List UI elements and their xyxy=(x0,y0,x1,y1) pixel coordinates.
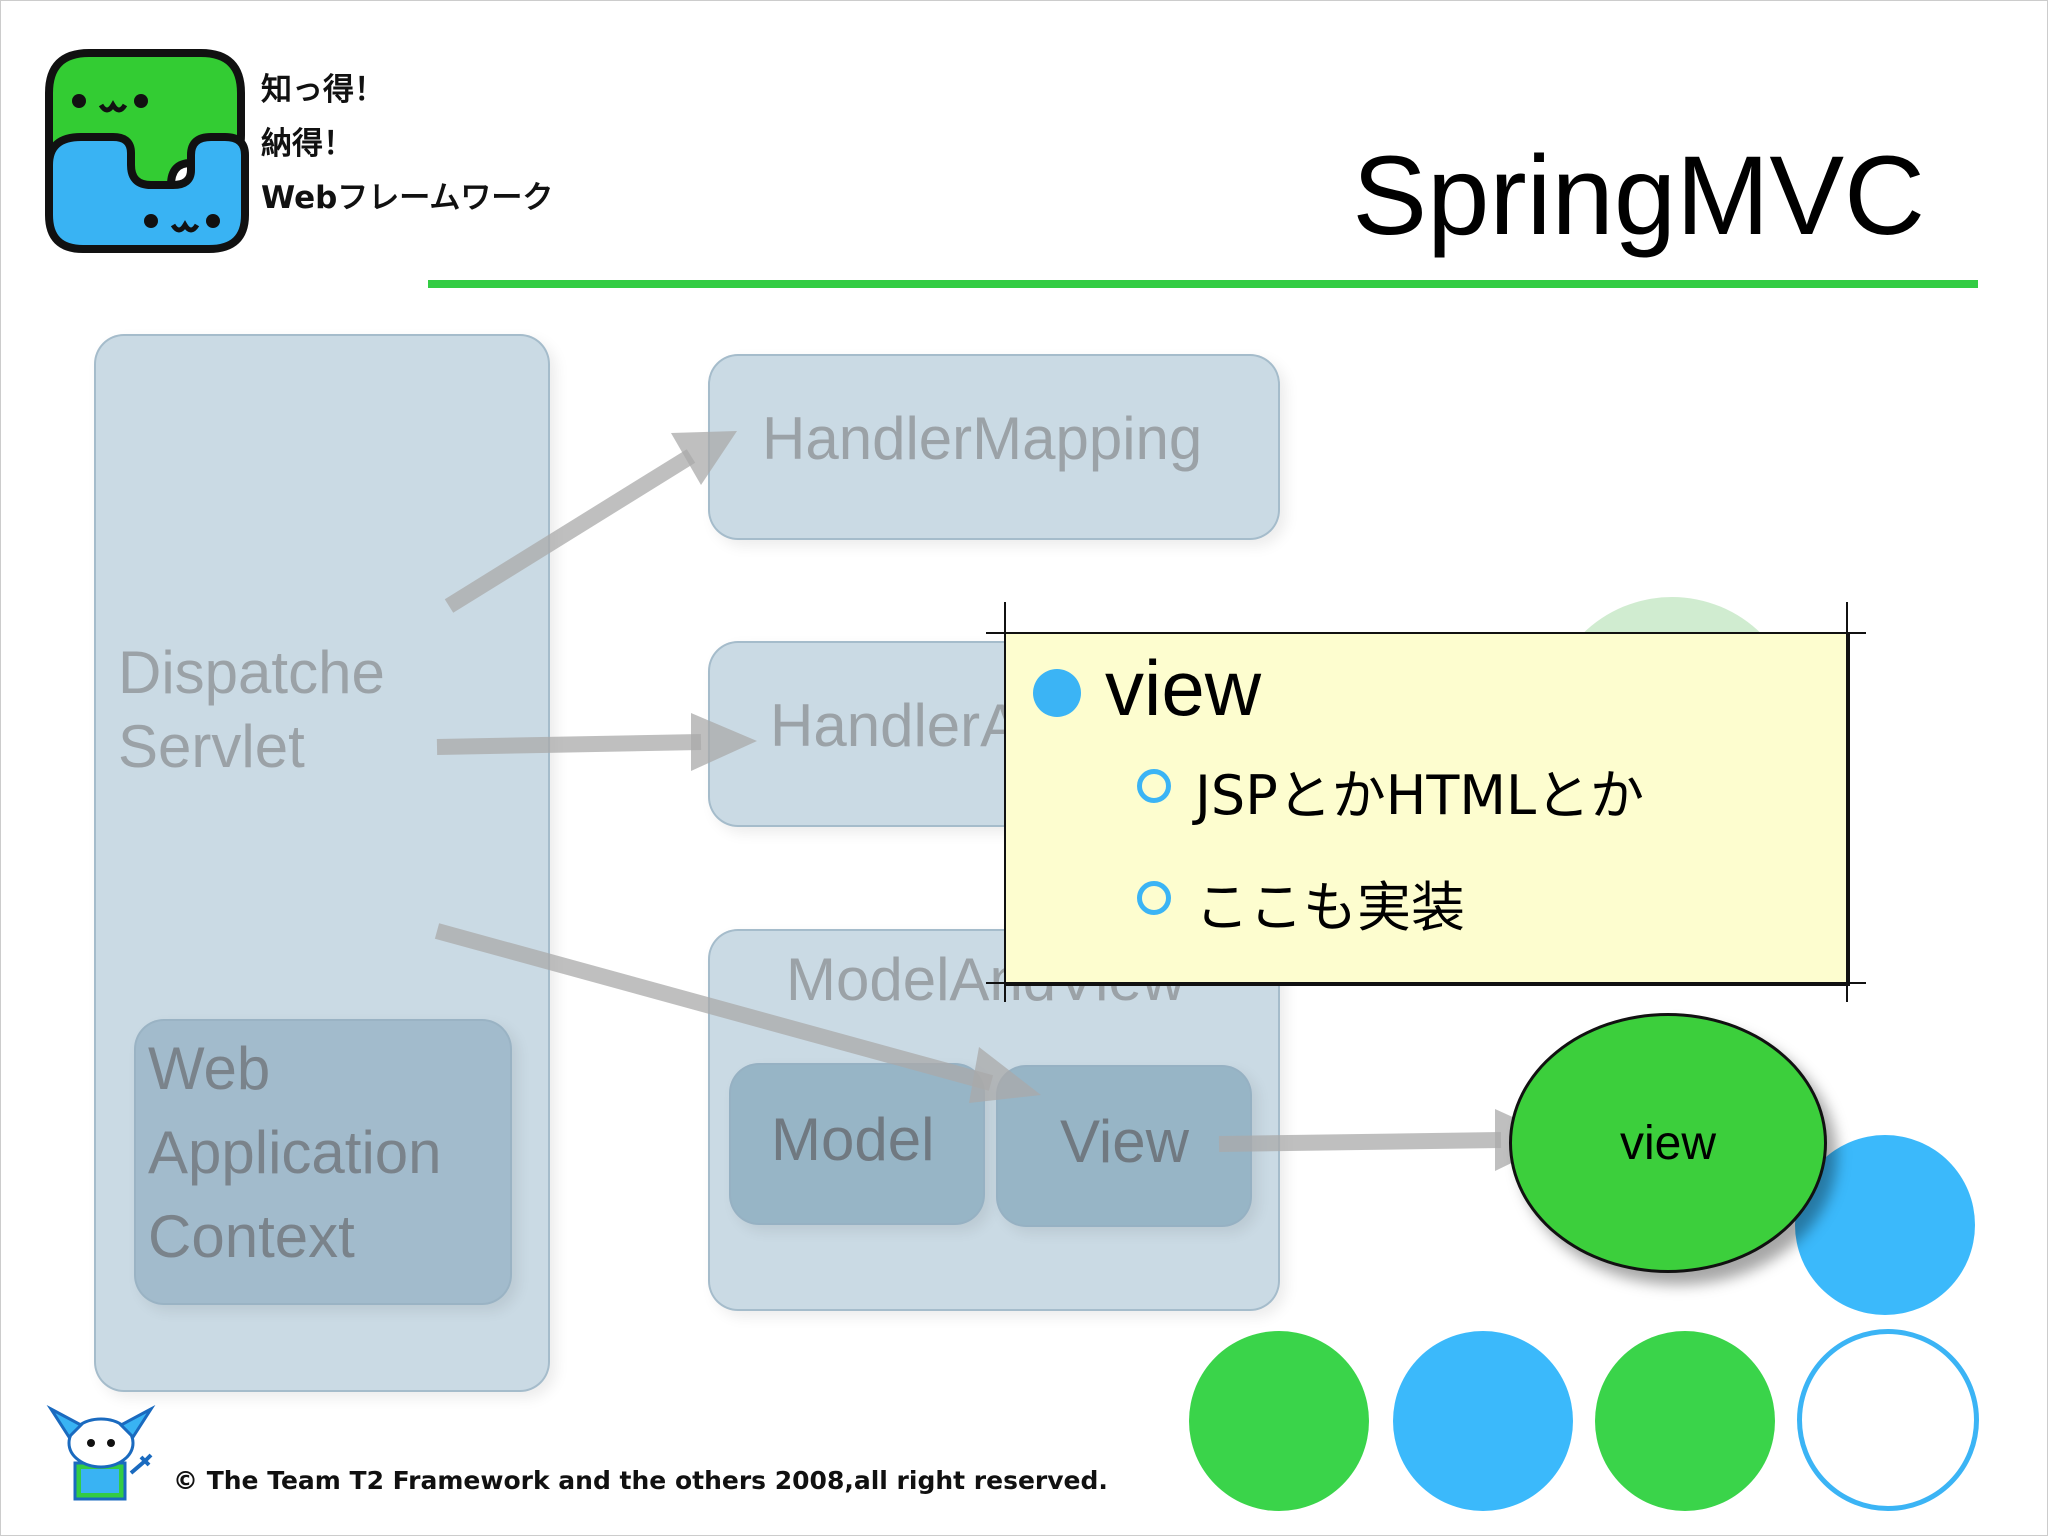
model-label: Model xyxy=(771,1106,935,1173)
note-guide-left xyxy=(1004,602,1006,1002)
mascot-icon xyxy=(46,1404,156,1501)
green-circle-1 xyxy=(1189,1331,1369,1511)
view-box: View xyxy=(996,1065,1252,1227)
arrow-head-handler-adapter xyxy=(691,713,757,771)
arrow-to-view xyxy=(434,923,994,1091)
title-underline xyxy=(428,280,1978,288)
note-item-2: ここも実装 xyxy=(1195,876,1465,939)
note-guide-bottom xyxy=(986,982,1866,984)
arrow-head-view xyxy=(969,1047,1041,1103)
view-note xyxy=(1004,632,1850,986)
green-circle-2 xyxy=(1595,1331,1775,1511)
logo-line-1: 知っ得！ xyxy=(261,72,385,108)
arrow-to-handler-mapping xyxy=(444,449,696,613)
slide-title: SpringMVC xyxy=(1352,133,1925,258)
logo-line-3: Webフレームワーク xyxy=(261,180,554,216)
handler-mapping-label: HandlerMapping xyxy=(762,405,1203,472)
view-circle: view xyxy=(1509,1013,1827,1273)
handler-mapping-box: HandlerMapping xyxy=(708,354,1280,540)
web-application-context-label: Web Application Context xyxy=(148,1035,442,1270)
logo-tagline: 知っ得！ 納得！ Webフレームワーク xyxy=(261,63,553,225)
dispatcher-servlet-label: Dispatche Servlet xyxy=(118,639,385,780)
bullet-dot-icon xyxy=(1033,669,1081,717)
note-guide-right xyxy=(1846,602,1848,1002)
note-heading: view xyxy=(1105,644,1262,732)
t2-framework-logo xyxy=(45,49,249,253)
sub-bullet-ring-icon xyxy=(1137,881,1171,915)
sub-bullet-ring-icon xyxy=(1137,769,1171,803)
copyright-footer: © The Team T2 Framework and the others 2… xyxy=(173,1466,1108,1495)
logo-line-2: 納得！ xyxy=(261,126,354,162)
note-guide-top xyxy=(986,632,1866,634)
view-box-label: View xyxy=(1060,1108,1189,1175)
model-box: Model xyxy=(729,1063,985,1225)
blue-circle-top xyxy=(1795,1135,1975,1315)
arrow-head-handler-mapping xyxy=(671,431,737,485)
note-item-1: JSPとかHTMLとか xyxy=(1195,764,1645,827)
outline-circle xyxy=(1797,1329,1979,1511)
view-circle-label: view xyxy=(1619,1116,1717,1170)
handler-adapter-label: HandlerA xyxy=(770,692,1021,759)
arrow-to-handler-adapter xyxy=(436,734,702,755)
arrow-view-to-circle xyxy=(1218,1132,1502,1152)
web-application-context-box: Web Application Context xyxy=(134,1019,512,1305)
blue-circle-1 xyxy=(1393,1331,1573,1511)
